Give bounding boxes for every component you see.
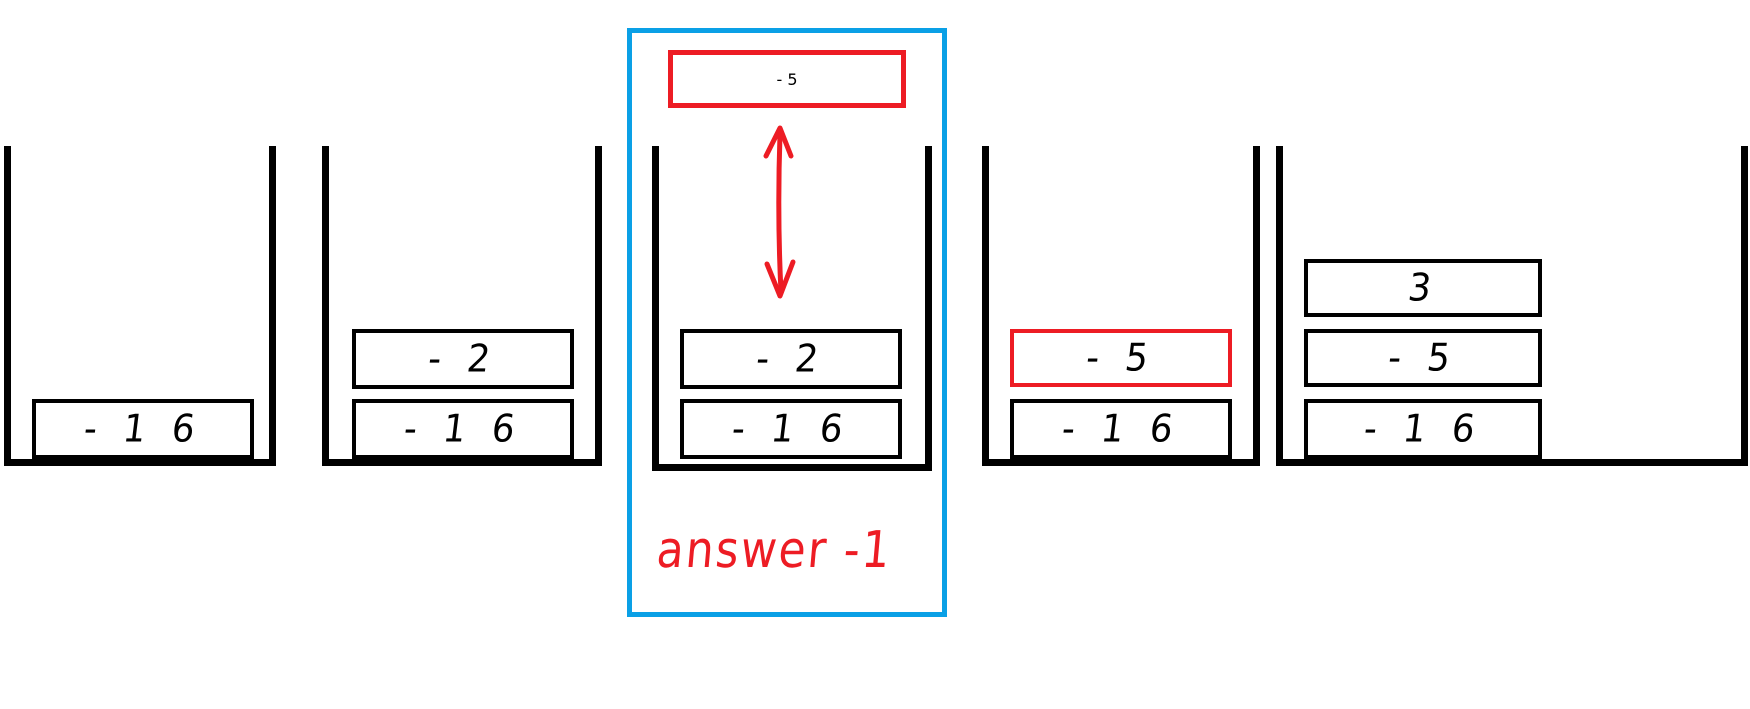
popped-value-text: - 5 xyxy=(776,69,798,89)
stack-5-right-wall xyxy=(1741,146,1748,466)
stack-3-floor xyxy=(652,464,932,471)
stack-2-frame-1-value: - 1 6 xyxy=(401,406,525,452)
stack-2-frame-0-value: - 2 xyxy=(425,336,501,382)
stack-1-frame-0[interactable]: - 1 6 xyxy=(32,399,254,459)
stack-3: - 2 - 1 6 xyxy=(652,146,932,471)
pop-arrow-icon xyxy=(763,125,796,299)
stack-3-frame-1[interactable]: - 1 6 xyxy=(680,399,902,459)
stack-2-right-wall xyxy=(595,146,602,466)
stack-2-left-wall xyxy=(322,146,329,466)
stack-5-frame-2-value: - 1 6 xyxy=(1361,406,1485,452)
stack-2-frame-0[interactable]: - 2 xyxy=(352,329,574,389)
popped-value-box[interactable]: - 5 xyxy=(668,50,906,108)
stack-4-floor xyxy=(982,459,1260,466)
stack-4-frame-1[interactable]: - 1 6 xyxy=(1010,399,1232,459)
stack-2-floor xyxy=(322,459,602,466)
stack-4-right-wall xyxy=(1253,146,1260,466)
stack-1-frame-0-value: - 1 6 xyxy=(81,406,205,452)
stack-3-right-wall xyxy=(925,146,932,471)
stack-5-frame-0[interactable]: 3 xyxy=(1304,259,1542,317)
stack-4: - 5 - 1 6 xyxy=(982,146,1260,466)
stack-1: - 1 6 xyxy=(4,146,276,466)
stack-5-frame-0-value: 3 xyxy=(1405,265,1441,311)
stack-4-frame-0-value: - 5 xyxy=(1083,335,1159,381)
stack-5-frame-2[interactable]: - 1 6 xyxy=(1304,399,1542,459)
stack-3-frame-1-value: - 1 6 xyxy=(729,406,853,452)
stack-4-frame-1-value: - 1 6 xyxy=(1059,406,1183,452)
stack-5-frame-1-value: - 5 xyxy=(1385,335,1461,381)
stack-2-frame-1[interactable]: - 1 6 xyxy=(352,399,574,459)
stack-4-left-wall xyxy=(982,146,989,466)
stack-3-frame-0-value: - 2 xyxy=(753,336,829,382)
stack-5-floor xyxy=(1276,459,1748,466)
stack-4-frame-0[interactable]: - 5 xyxy=(1010,329,1232,387)
stack-5: 3 - 5 - 1 6 xyxy=(1276,146,1748,466)
stack-5-left-wall xyxy=(1276,146,1283,466)
stack-2: - 2 - 1 6 xyxy=(322,146,602,466)
stack-1-floor xyxy=(4,459,276,466)
stack-5-frame-1[interactable]: - 5 xyxy=(1304,329,1542,387)
stack-1-right-wall xyxy=(269,146,276,466)
answer-label: answer -1 xyxy=(654,521,895,580)
stack-3-left-wall xyxy=(652,146,659,471)
stack-1-left-wall xyxy=(4,146,11,466)
stack-3-frame-0[interactable]: - 2 xyxy=(680,329,902,389)
